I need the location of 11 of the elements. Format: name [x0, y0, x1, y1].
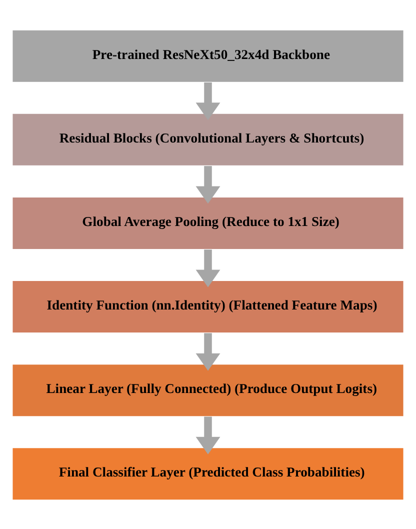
- node-box: Pre-trained ResNeXt50_32x4d Backbone: [12, 28, 404, 82]
- arrow: [196, 82, 220, 120]
- arrow: [196, 249, 220, 287]
- arrow: [196, 416, 220, 454]
- node-box: Residual Blocks (Convolutional Layers & Shortcuts): [12, 112, 404, 166]
- arrow: [196, 332, 220, 370]
- node-box: Linear Layer (Fully Connected) (Produce Output Logits): [12, 363, 404, 417]
- node-box: Identity Function (nn.Identity) (Flattened Feature Maps): [12, 280, 404, 333]
- arrow: [196, 166, 220, 204]
- node-box: Global Average Pooling (Reduce to 1x1 Size): [12, 196, 404, 250]
- node-box: Final Classifier Layer (Predicted Class Probabilities): [12, 446, 404, 500]
